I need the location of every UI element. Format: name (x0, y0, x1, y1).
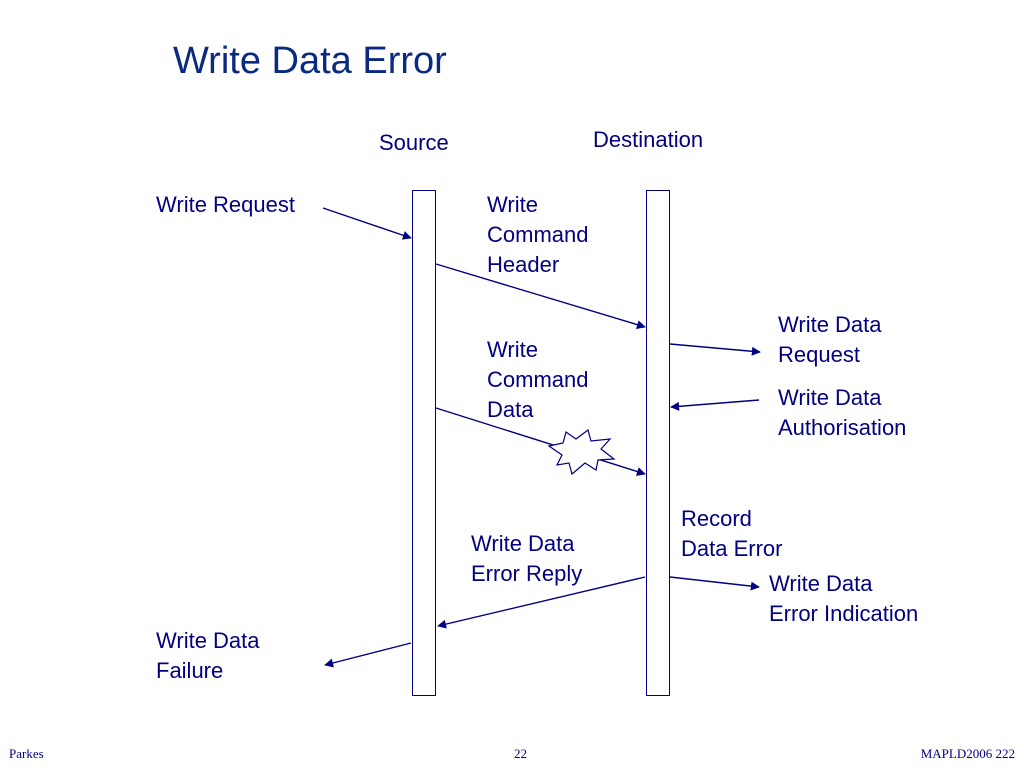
write-request-label: Write Request (156, 192, 295, 217)
footer-conference: MAPLD2006 222 (920, 746, 1015, 761)
destination-lifeline (646, 190, 670, 696)
write-data-authorisation-label: Write Data Authorisation (778, 385, 907, 440)
arrow-write-request (322, 207, 412, 240)
write-data-request-label: Write Data Request (778, 312, 882, 367)
source-lifeline (412, 190, 436, 696)
write-data-error-reply-label: Write Data Error Reply (471, 531, 583, 586)
arrow-write-data-error-indication (669, 576, 760, 591)
write-command-data-label: Write Command Data (487, 337, 589, 422)
arrow-write-command-data (435, 407, 646, 476)
write-data-failure-label: Write Data Failure (156, 628, 260, 683)
slide-title: Write Data Error (173, 40, 447, 82)
footer-page-number: 22 (514, 746, 527, 761)
footer-author: Parkes (9, 746, 44, 761)
arrow-write-data-failure (324, 642, 412, 668)
destination-label: Destination (593, 127, 704, 152)
write-data-error-indication-label: Write Data Error Indication (769, 571, 919, 626)
arrow-write-data-error-reply (437, 576, 646, 629)
source-label: Source (379, 130, 449, 155)
arrow-write-data-authorisation (670, 399, 760, 411)
record-data-error-label: Record Data Error (681, 506, 783, 561)
error-burst-icon (547, 428, 616, 476)
write-command-header-label: Write Command Header (487, 192, 589, 277)
arrow-write-command-header (435, 263, 646, 329)
arrow-write-data-request (669, 343, 761, 356)
